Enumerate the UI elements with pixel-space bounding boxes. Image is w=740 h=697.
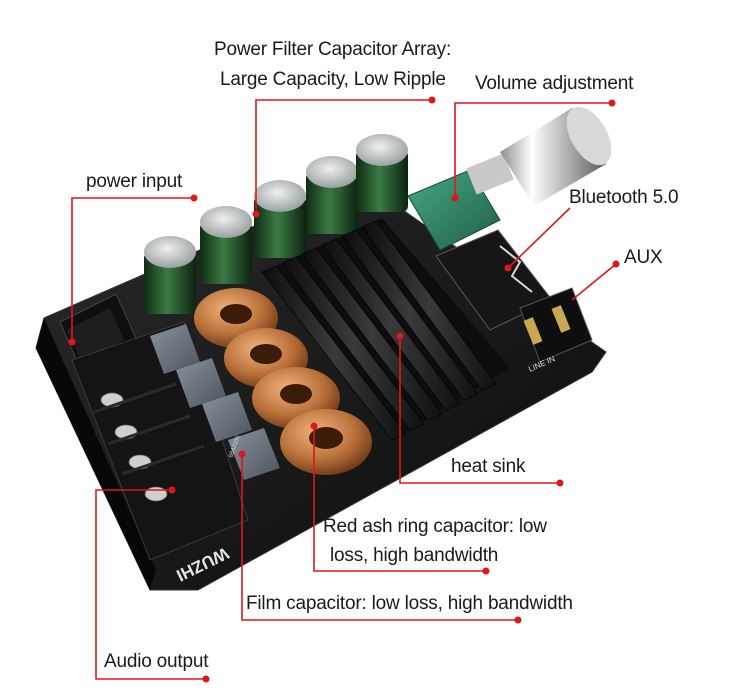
- label-aux: AUX: [624, 247, 663, 268]
- film-capacitors: [150, 324, 280, 480]
- volume-knob: [500, 106, 612, 206]
- label-power-filter-line2: Large Capacity, Low Ripple: [220, 69, 446, 90]
- ring-inductors: [194, 288, 372, 475]
- label-film-capacitor: Film capacitor: low loss, high bandwidth: [246, 593, 573, 614]
- volume-potentiometer: [407, 153, 514, 251]
- callout-leader-lines: [68, 96, 620, 683]
- label-heat-sink: heat sink: [451, 456, 526, 477]
- aux-jack: [519, 287, 593, 363]
- label-power-filter-line1: Power Filter Capacitor Array:: [214, 39, 452, 60]
- label-audio-output: Audio output: [104, 651, 209, 672]
- label-volume-adjustment: Volume adjustment: [475, 73, 634, 94]
- heat-sink: [261, 218, 510, 441]
- label-bluetooth: Bluetooth 5.0: [569, 187, 679, 208]
- label-ring-capacitor-line1: Red ash ring capacitor: low: [323, 516, 547, 537]
- label-power-input: power input: [86, 171, 183, 192]
- label-ring-capacitor-line2: loss, high bandwidth: [330, 545, 499, 566]
- power-filter-capacitors: [144, 134, 408, 314]
- audio-output-terminals: [71, 321, 249, 561]
